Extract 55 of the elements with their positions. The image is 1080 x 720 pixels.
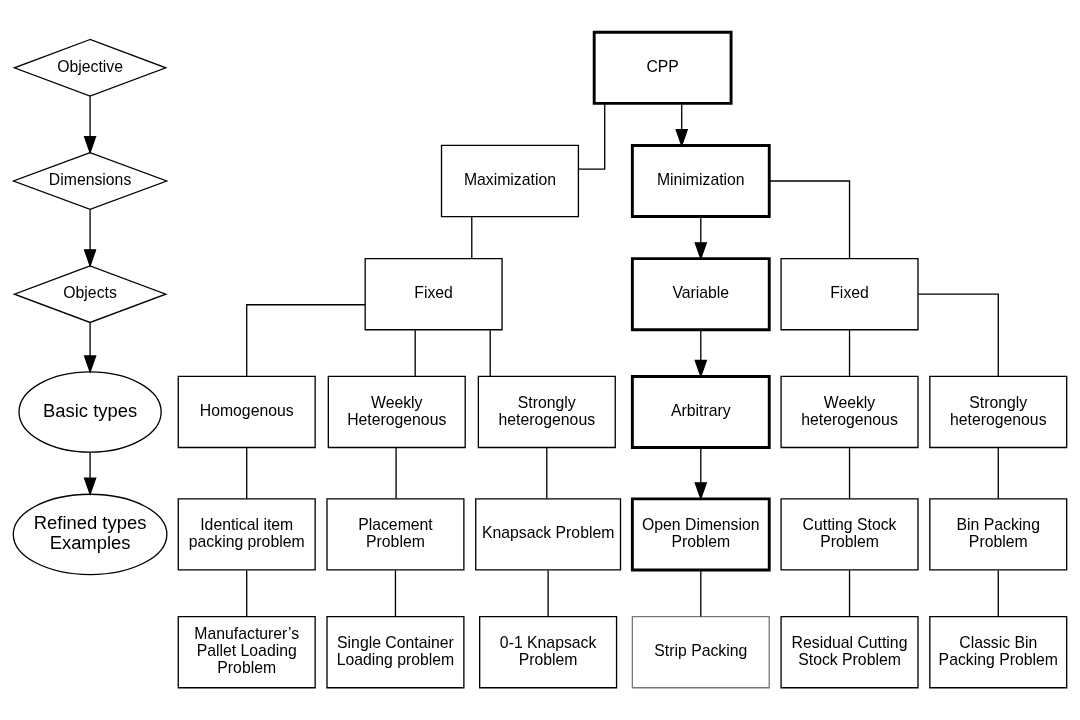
node-box: Variable <box>630 257 771 332</box>
connector <box>848 329 851 377</box>
connector <box>246 304 366 377</box>
connector <box>997 569 999 618</box>
connector <box>246 447 248 500</box>
node-box: Homogenous <box>177 375 316 449</box>
node-box: Strip Packing <box>631 616 770 689</box>
node-box: Strongly heterogenous <box>477 375 616 449</box>
node-box: CPP <box>592 30 733 105</box>
connector <box>700 569 702 618</box>
connector <box>414 329 416 377</box>
node-box: Bin Packing Problem <box>929 498 1068 571</box>
node-diamond: Objects <box>12 265 168 324</box>
node-box: Classic Bin Packing Problem <box>929 616 1068 689</box>
node-box: Arbitrary <box>630 375 771 449</box>
node-box: Fixed <box>364 258 503 331</box>
node-box: Maximization <box>440 144 580 218</box>
connector <box>917 293 999 377</box>
connector <box>578 103 606 170</box>
node-diamond: Dimensions <box>11 152 169 210</box>
node-box: Residual Cutting Stock Problem <box>780 616 919 689</box>
node-box: Open Dimension Problem <box>630 497 771 572</box>
node-box: Knapsack Problem <box>475 498 622 571</box>
connector <box>471 216 473 260</box>
connector <box>848 569 851 618</box>
node-box: Weekly Heterogenous <box>327 375 466 449</box>
node-ellipse: Basic types <box>18 371 162 453</box>
node-ellipse: Refined types Examples <box>12 493 168 576</box>
node-box: Fixed <box>780 258 919 331</box>
node-box: Minimization <box>630 144 771 218</box>
arrow <box>83 95 97 155</box>
arrow <box>83 451 97 496</box>
connector <box>997 447 999 500</box>
node-box: Single Container Loading problem <box>326 616 465 689</box>
arrow <box>83 322 97 374</box>
arrow <box>694 216 708 261</box>
arrow <box>694 447 708 501</box>
connector <box>848 447 851 500</box>
connector <box>394 569 397 618</box>
node-diamond: Objective <box>12 38 168 97</box>
connector <box>768 180 851 260</box>
connector <box>395 447 397 500</box>
node-box: Cutting Stock Problem <box>780 498 919 571</box>
arrow <box>675 102 689 148</box>
node-box: Strongly heterogenous <box>929 375 1068 449</box>
connector <box>547 569 549 618</box>
node-box: Placement Problem <box>326 498 465 571</box>
connector <box>246 569 248 618</box>
arrow <box>83 208 97 268</box>
connector <box>546 447 548 500</box>
connector <box>489 329 491 377</box>
node-box: 0-1 Knapsack Problem <box>479 616 618 689</box>
node-box: Weekly heterogenous <box>780 375 919 449</box>
node-box: Identical item packing problem <box>177 498 316 571</box>
node-box: Manufacturer’s Pallet Loading Problem <box>177 616 316 689</box>
